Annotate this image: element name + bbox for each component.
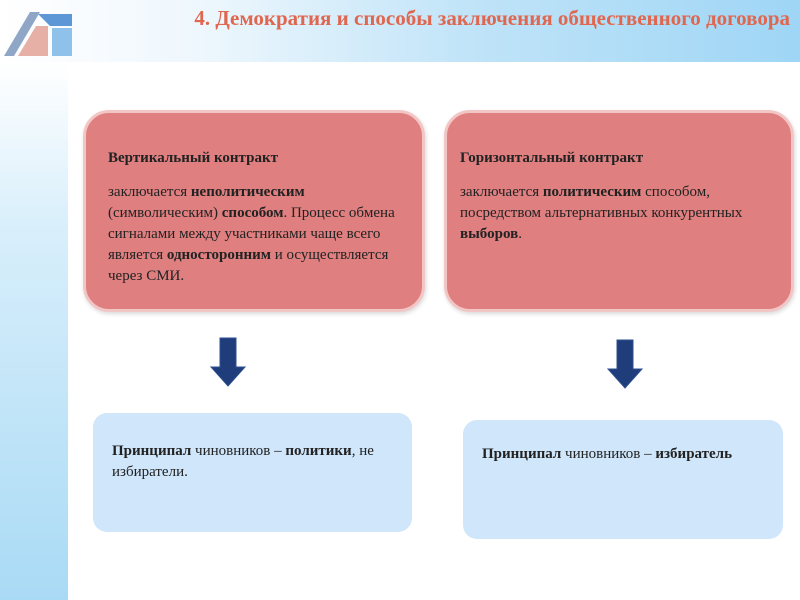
horizontal-contract-title: Горизонтальный контракт bbox=[460, 150, 644, 166]
down-arrow-icon bbox=[210, 337, 246, 387]
header-band bbox=[0, 0, 800, 62]
vertical-result-text: Принципал чиновников – политики, не изби… bbox=[112, 443, 374, 480]
institution-logo-icon bbox=[4, 12, 72, 56]
page-title: 4. Демократия и способы заключения общес… bbox=[194, 6, 790, 30]
down-arrow-icon bbox=[607, 339, 643, 389]
horizontal-result-text: Принципал чиновников – избиратель bbox=[482, 446, 733, 462]
vertical-contract-title: Вертикальный контракт bbox=[108, 150, 278, 166]
vertical-result-card: Принципал чиновников – политики, не изби… bbox=[93, 413, 412, 532]
vertical-contract-card: Вертикальный контракт заключается неполи… bbox=[83, 110, 425, 312]
horizontal-contract-text: заключается политическим способом, посре… bbox=[460, 184, 743, 242]
horizontal-contract-card: Горизонтальный контракт заключается поли… bbox=[444, 110, 794, 312]
horizontal-result-card: Принципал чиновников – избиратель bbox=[463, 420, 783, 539]
left-decor-stripe bbox=[0, 62, 68, 600]
vertical-contract-text: заключается неполитическим (символически… bbox=[108, 184, 395, 284]
